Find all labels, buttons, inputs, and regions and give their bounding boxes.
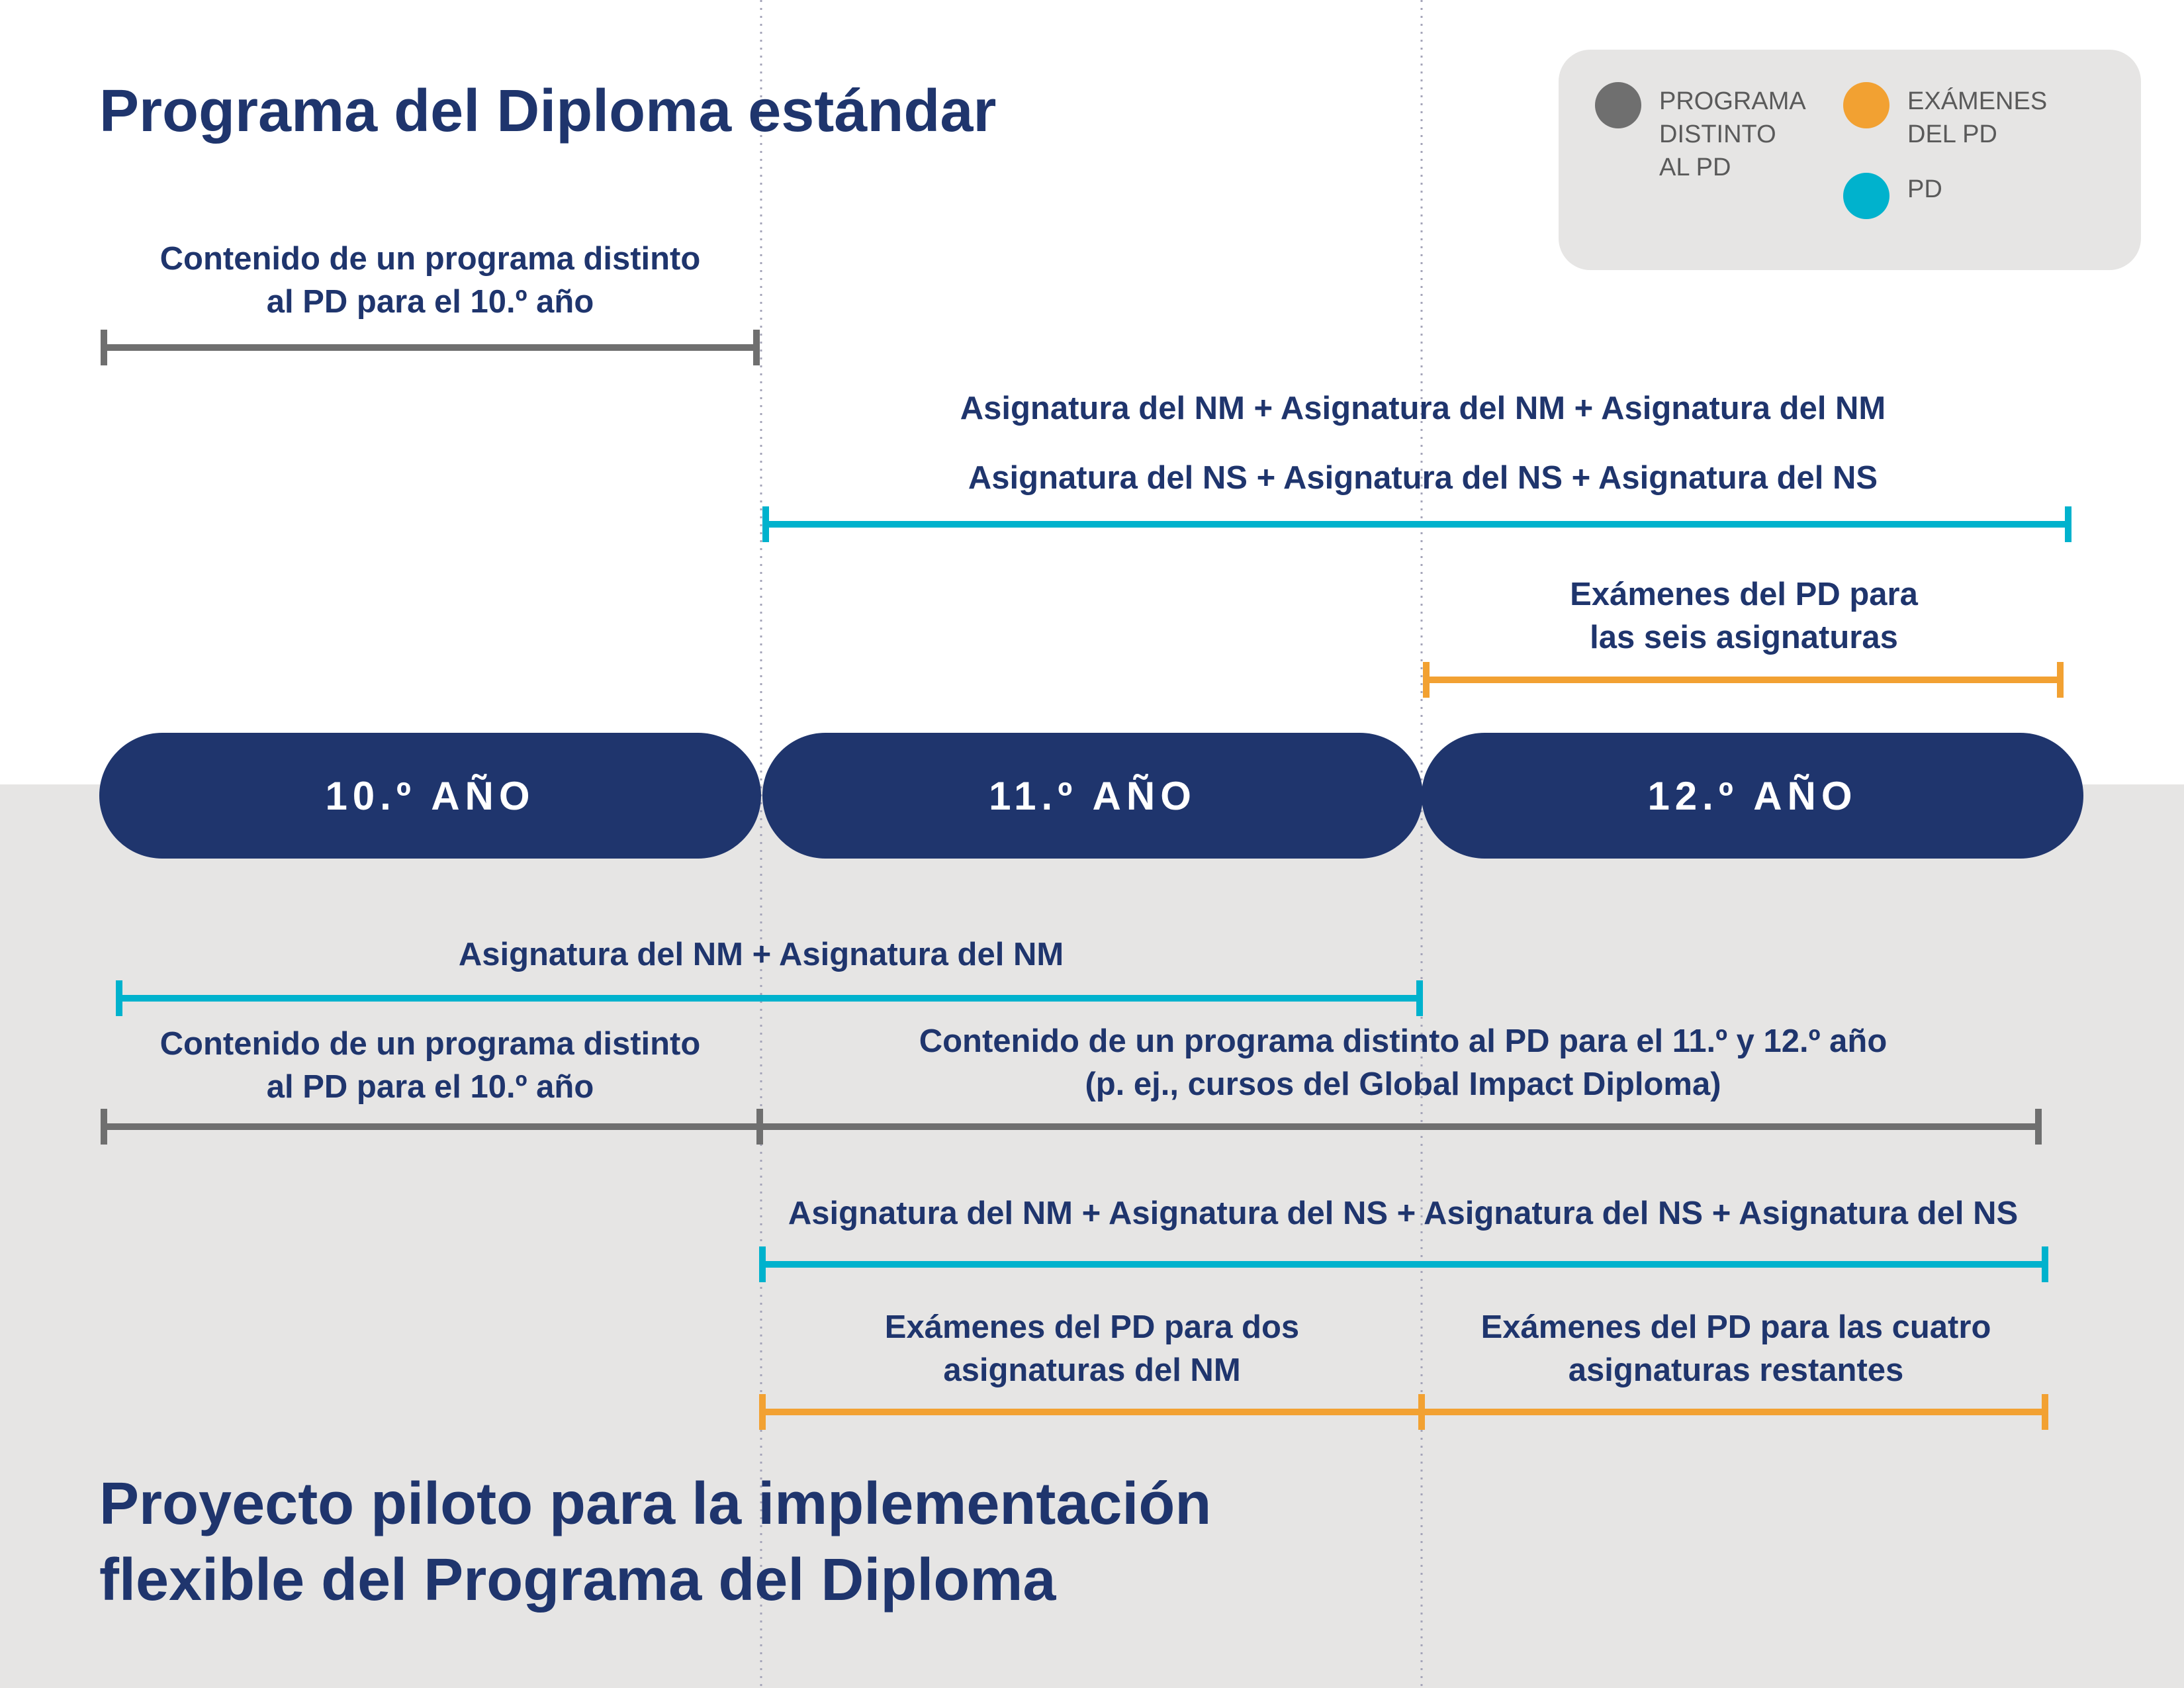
pilot-section-background — [0, 784, 2184, 1688]
standard-non-dp-10-bar — [101, 330, 760, 365]
standard-dp-bar — [762, 506, 2071, 542]
pilot-non-dp-bar — [101, 1109, 2042, 1145]
standard-exams-label: Exámenes del PD para las seis asignatura… — [1423, 573, 2065, 659]
pilot-dp-sl-label: Asignatura del NM + Asignatura del NM — [458, 937, 1064, 972]
label-line: las seis asignaturas — [1590, 620, 1898, 655]
label-line: (p. ej., cursos del Global Impact Diplom… — [1085, 1066, 1721, 1102]
standard-dp-hl-row: Asignatura del NS + Asignatura del NS + … — [968, 460, 1878, 496]
gray-circle-icon — [1595, 82, 1641, 128]
pilot-title-line: Proyecto piloto para la implementación — [99, 1471, 1212, 1537]
pilot-dp-sl-bar — [116, 980, 1423, 1016]
page-title-standard-dp: Programa del Diploma estándar — [99, 78, 997, 144]
pilot-exams-bar — [759, 1394, 2048, 1430]
label-line: asignaturas del NM — [943, 1352, 1241, 1388]
legend-item-non-dp: PROGRAMA DISTINTO AL PD — [1595, 82, 1831, 184]
year-12-pill: 12.º AÑO — [1422, 733, 2083, 859]
label-line: Exámenes del PD para las cuatro — [1480, 1309, 1991, 1345]
pilot-dp-bar — [759, 1246, 2048, 1282]
legend-label: EXÁMENES DEL PD — [1907, 87, 2048, 148]
year-10-pill: 10.º AÑO — [99, 733, 761, 859]
label-line: Contenido de un programa distinto — [159, 241, 701, 277]
pilot-non-dp-10-label: Contenido de un programa distinto al PD … — [99, 1023, 761, 1109]
page-title-pilot: Proyecto piloto para la implementación f… — [99, 1466, 1423, 1618]
pilot-dp-row-label: Asignatura del NM + Asignatura del NS + … — [788, 1196, 2019, 1231]
year-11-pill: 11.º AÑO — [762, 733, 1423, 859]
legend-item-dp: PD — [1843, 173, 2079, 219]
legend-item-dp-exams: EXÁMENES DEL PD — [1843, 82, 2079, 151]
label-line: asignaturas restantes — [1568, 1352, 1904, 1388]
pilot-title-line: flexible del Programa del Diploma — [99, 1547, 1056, 1613]
legend-label: PD — [1907, 175, 1942, 203]
standard-exams-bar — [1423, 662, 2064, 698]
standard-non-dp-10-label: Contenido de un programa distinto al PD … — [99, 238, 761, 324]
orange-circle-icon — [1843, 82, 1889, 128]
legend-label: PROGRAMA DISTINTO AL PD — [1659, 87, 1806, 181]
label-line: al PD para el 10.º año — [266, 284, 594, 320]
pilot-exams-four-label: Exámenes del PD para las cuatro asignatu… — [1422, 1306, 2050, 1392]
legend: PROGRAMA DISTINTO AL PD EXÁMENES DEL PD … — [1559, 50, 2141, 270]
label-line: Contenido de un programa distinto al PD … — [919, 1023, 1888, 1059]
pilot-exams-two-label: Exámenes del PD para dos asignaturas del… — [761, 1306, 1423, 1392]
label-line: Contenido de un programa distinto — [159, 1026, 701, 1062]
label-line: Exámenes del PD para dos — [884, 1309, 1300, 1345]
cyan-circle-icon — [1843, 173, 1889, 219]
standard-dp-sl-row: Asignatura del NM + Asignatura del NM + … — [960, 391, 1886, 426]
pilot-non-dp-11-12-label: Contenido de un programa distinto al PD … — [761, 1020, 2045, 1106]
label-line: al PD para el 10.º año — [266, 1069, 594, 1105]
label-line: Exámenes del PD para — [1570, 577, 1918, 612]
